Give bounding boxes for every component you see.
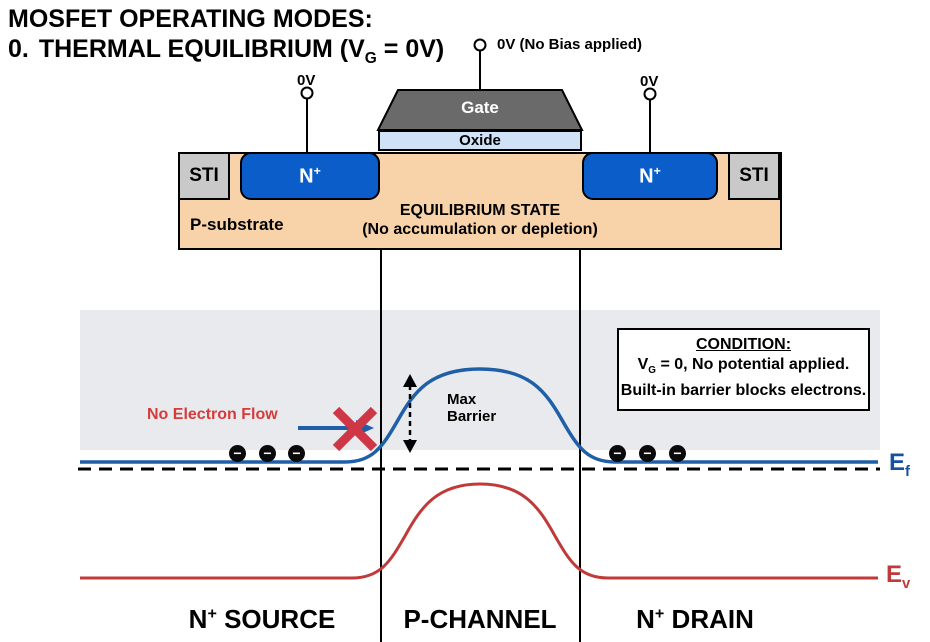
sti-left-label: STI (189, 165, 219, 186)
max-barrier-label: Max Barrier (447, 391, 497, 425)
drain-region-label: N+ DRAIN (636, 604, 754, 634)
title-line2: 0. THERMAL EQUILIBRIUM (VG = 0V) (8, 34, 444, 74)
nplus-source-region: N+ (240, 152, 380, 200)
oxide-label: Oxide (459, 132, 501, 149)
barrier-double-arrow-icon (403, 374, 417, 453)
substrate-label: P-substrate (190, 215, 284, 234)
gate-electrode-shape (376, 89, 584, 131)
condition-line2: VG = 0, No potential applied. (637, 356, 850, 377)
source-bias-label: 0V (297, 72, 316, 89)
channel-region-label: P-CHANNEL (403, 604, 557, 634)
title-line2-text: THERMAL EQUILIBRIUM (VG = 0V) (38, 35, 445, 67)
source-terminal-circle (300, 86, 314, 100)
source-region-label: N+ SOURCE (188, 604, 336, 634)
electron-icon: − (669, 445, 686, 462)
title-line1: MOSFET OPERATING MODES: (8, 5, 373, 33)
fermi-level-label: Ef (889, 449, 910, 480)
sti-left-region: STI (178, 152, 230, 200)
gate-label: Gate (461, 98, 499, 117)
condition-title: CONDITION: (695, 336, 792, 353)
nplus-drain-label: N+ (639, 163, 661, 188)
electron-icon: − (639, 445, 656, 462)
title-line2-number: 0. (8, 35, 29, 63)
electron-icon: − (229, 445, 246, 462)
equilibrium-state-label: EQUILIBRIUM STATE (No accumulation or de… (362, 202, 598, 238)
gate-bias-label: 0V (No Bias applied) (497, 36, 643, 53)
valence-band-label: Ev (886, 561, 911, 592)
drain-terminal-circle (643, 87, 657, 101)
drain-bias-label: 0V (640, 73, 659, 90)
electron-icon: − (609, 445, 626, 462)
condition-line3: Built-in barrier blocks electrons. (620, 382, 867, 400)
sti-right-region: STI (728, 152, 780, 200)
condition-callout-box: CONDITION: VG = 0, No potential applied.… (617, 328, 870, 411)
page-title: MOSFET OPERATING MODES: 0. THERMAL EQUIL… (8, 4, 444, 74)
nplus-source-label: N+ (299, 163, 321, 188)
sti-right-label: STI (739, 165, 769, 186)
electron-icon: − (288, 445, 305, 462)
cross-icon (332, 406, 378, 452)
nplus-drain-region: N+ (582, 152, 718, 200)
conduction-band-curve (80, 367, 878, 464)
no-electron-flow-label: No Electron Flow (147, 406, 278, 423)
gate-terminal-circle (473, 38, 487, 52)
electron-icon: − (259, 445, 276, 462)
valence-band-curve (80, 482, 878, 580)
